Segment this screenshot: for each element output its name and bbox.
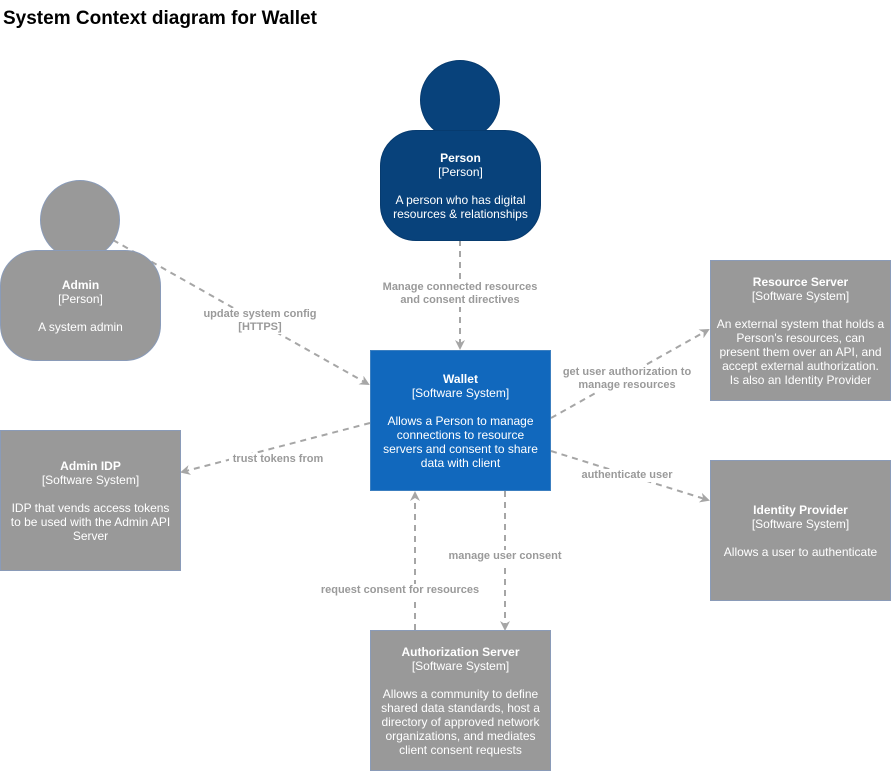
node-title: Admin: [61, 277, 100, 292]
authorization-server-node[interactable]: Authorization Server [Software System] A…: [370, 630, 551, 771]
node-title: Resource Server: [752, 274, 849, 289]
edge-label-line: [HTTPS]: [238, 321, 282, 333]
node-description: A person who has digital resources & rel…: [393, 192, 528, 221]
edge-label-line: authenticate user: [581, 469, 673, 481]
edge-label-wallet-auth: manage user consent: [444, 550, 566, 563]
node-description: A system admin: [38, 319, 123, 334]
node-type: [Software System]: [411, 658, 510, 673]
edge-label-line: and consent directives: [400, 294, 520, 306]
edge-label-admin-wallet: update system config [HTTPS]: [199, 308, 321, 334]
person-node[interactable]: Person [Person] A person who has digital…: [380, 60, 541, 241]
admin-idp-node[interactable]: Admin IDP [Software System] IDP that ven…: [0, 430, 181, 571]
admin-head-icon: [40, 180, 120, 260]
wallet-node[interactable]: Wallet [Software System] Allows a Person…: [370, 350, 551, 491]
person-body: Person [Person] A person who has digital…: [380, 130, 541, 241]
node-description: An external system that holds a Person's…: [716, 316, 885, 387]
node-description: Allows a community to define shared data…: [381, 686, 540, 757]
node-description: IDP that vends access tokens to be used …: [10, 500, 171, 543]
node-title: Person: [440, 150, 481, 165]
edge-label-line: update system config: [203, 308, 317, 320]
node-type: [Software System]: [751, 516, 850, 531]
node-type: [Person]: [58, 291, 103, 306]
edge-label-wallet-resource: get user authorization to manage resourc…: [558, 366, 696, 392]
node-type: [Person]: [438, 164, 483, 179]
edge-label-line: Manage connected resources: [382, 281, 538, 293]
edge-label-line: get user authorization to: [562, 366, 692, 378]
edge-label-wallet-admin-idp: trust tokens from: [229, 453, 327, 466]
node-title: Identity Provider: [753, 502, 848, 517]
identity-provider-node[interactable]: Identity Provider [Software System] Allo…: [710, 460, 891, 601]
edge-label-line: manage user consent: [448, 550, 562, 562]
node-type: [Software System]: [751, 288, 850, 303]
edge-label-person-wallet: Manage connected resources and consent d…: [378, 281, 542, 307]
edge-label-wallet-idp: authenticate user: [578, 469, 676, 482]
node-type: [Software System]: [41, 472, 140, 487]
node-title: Admin IDP: [60, 458, 121, 473]
person-head-icon: [420, 60, 500, 140]
admin-body: Admin [Person] A system admin: [0, 250, 161, 361]
edge-label-auth-wallet: request consent for resources: [316, 584, 484, 597]
admin-node[interactable]: Admin [Person] A system admin: [0, 180, 161, 361]
edge-label-line: manage resources: [578, 379, 676, 391]
node-type: [Software System]: [411, 385, 510, 400]
node-title: Authorization Server: [401, 644, 520, 659]
node-title: Wallet: [443, 371, 478, 386]
edge-label-line: request consent for resources: [320, 584, 480, 596]
edge-label-line: trust tokens from: [232, 453, 324, 465]
node-description: Allows a user to authenticate: [723, 544, 878, 559]
page-title: System Context diagram for Wallet: [3, 8, 317, 29]
node-description: Allows a Person to manage connections to…: [383, 413, 538, 470]
resource-server-node[interactable]: Resource Server [Software System] An ext…: [710, 260, 891, 401]
